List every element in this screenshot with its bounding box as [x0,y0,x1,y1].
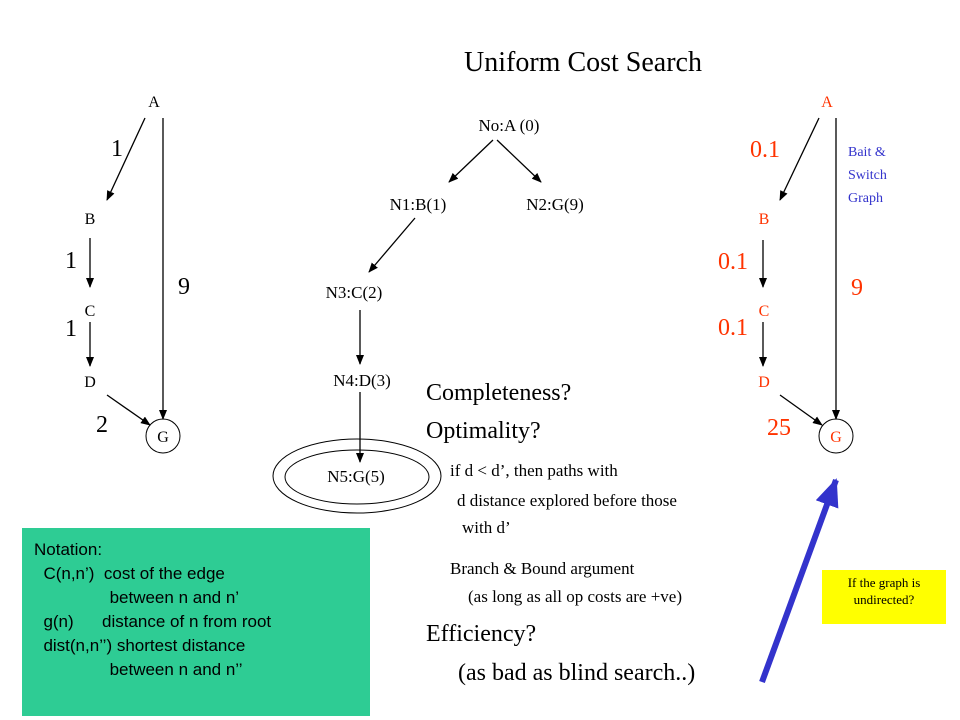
node-g-label: G [157,429,169,446]
node-c-label-right: C [759,303,770,320]
goal-inner-ellipse [284,449,430,505]
left-graph: A B C D G 1 1 1 2 9 [65,94,190,454]
node-g-circle-right [818,418,854,454]
caption-line-2: Switch [848,168,887,183]
optimality-note-1: if d < d’, then paths with [450,461,618,480]
node-a-label: A [148,94,160,111]
slide-title: Uniform Cost Search [464,47,702,78]
tree-node-n0: No:A (0) [479,116,540,135]
tree-node-n2: N2:G(9) [526,195,584,214]
tree-node-n3: N3:C(2) [326,283,383,302]
completeness-question: Completeness? [426,380,571,406]
right-graph: A B C D G 0.1 0.1 0.1 25 9 Bait & Switch… [718,94,887,454]
tree-edge-n0-n2 [496,139,542,183]
cost-a-g: 9 [178,274,190,300]
optimality-question: Optimality? [426,418,541,444]
notation-line-2: between n and n’ [34,588,240,607]
node-g-circle [145,418,181,454]
undirected-note-line-1: If the graph is [847,575,921,590]
tree-node-n5: N5:G(5) [327,467,385,486]
pointer-arrow [759,478,839,684]
edge-d-g-right [779,394,823,426]
branch-bound-note-1: Branch & Bound argument [450,559,635,578]
notation-line-1: C(n,n’) cost of the edge [34,564,225,583]
notation-line-5: between n and n’’ [34,660,243,679]
cost-b-c-right: 0.1 [718,249,748,275]
cost-d-g: 2 [96,412,108,438]
cost-a-b-right: 0.1 [750,137,780,163]
cost-c-d: 1 [65,316,77,342]
node-c-label: C [85,303,96,320]
notation-line-3: g(n) distance of n from root [34,612,272,631]
undirected-note-line-2: undirected? [853,592,915,607]
efficiency-note: (as bad as blind search..) [458,660,695,686]
edge-a-b [106,117,146,201]
tree-node-n4: N4:D(3) [333,371,391,390]
cost-b-c: 1 [65,248,77,274]
cost-c-d-right: 0.1 [718,315,748,341]
cost-a-g-right: 9 [851,275,863,301]
notation-box: Notation: C(n,n’) cost of the edge betwe… [22,528,370,716]
tree-node-n1: N1:B(1) [390,195,447,214]
notation-heading: Notation: [34,540,103,559]
node-b-label-right: B [759,211,770,228]
caption-line-1: Bait & [848,145,886,160]
node-g-label-right: G [830,429,842,446]
optimality-note-2: d distance explored before those [457,491,677,510]
node-b-label: B [85,211,96,228]
cost-a-b: 1 [111,136,123,162]
search-tree: No:A (0) N1:B(1) N2:G(9) N3:C(2) N4:D(3)… [272,116,584,514]
undirected-note-box: If the graph is undirected? [822,570,946,624]
tree-edge-n0-n1 [448,139,494,183]
node-a-label-right: A [821,94,833,111]
notation-line-4: dist(n,n’’) shortest distance [34,636,246,655]
optimality-note-3: with d’ [462,518,511,537]
cost-d-g-right: 25 [767,415,791,441]
tree-edge-n1-n3 [368,217,416,273]
questions: Completeness? Optimality? if d < d’, the… [426,380,695,686]
efficiency-question: Efficiency? [426,621,536,647]
edge-d-g [106,394,151,426]
caption-line-3: Graph [848,191,883,206]
node-d-label-right: D [758,374,770,391]
goal-outer-ellipse [272,438,442,514]
branch-bound-note-2: (as long as all op costs are +ve) [468,587,682,606]
node-d-label: D [84,374,96,391]
bait-switch-caption: Bait & Switch Graph [848,145,887,206]
edge-a-b-right [779,117,820,201]
right-node-labels: A B C D G 0.1 0.1 0.1 25 9 [718,94,863,446]
